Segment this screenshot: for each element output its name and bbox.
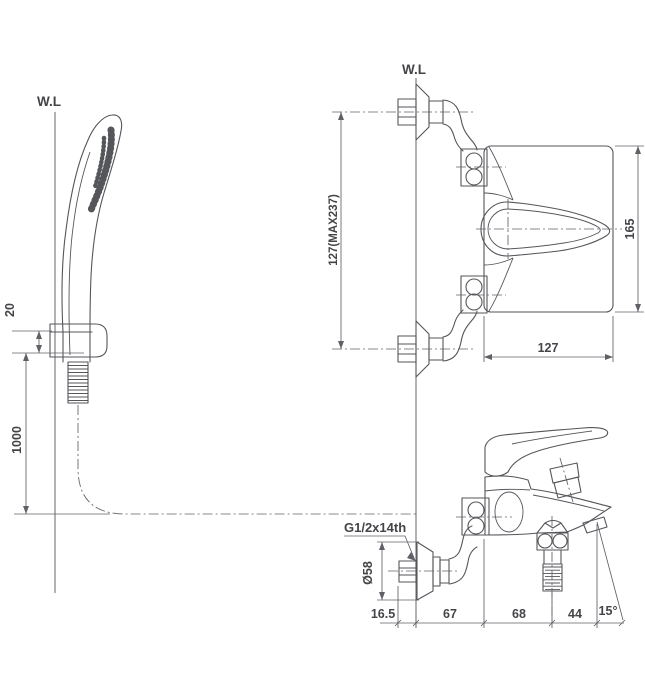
spout-inner-line — [532, 494, 605, 512]
escutcheon-bottom — [415, 320, 430, 378]
diverter-axis-centerline — [559, 457, 574, 503]
body-side-cap-seam — [484, 488, 531, 492]
eccentric-union-side — [388, 497, 512, 601]
spray-face-dots-inner — [92, 135, 107, 190]
union-collar-side — [439, 559, 450, 584]
wall-thread-side — [398, 560, 417, 583]
union-nut-side-circle-2 — [467, 517, 485, 535]
wall-thread-side-ribs — [399, 567, 416, 576]
diverter-knob-ring — [549, 462, 580, 484]
shower-wand-outline — [61, 114, 123, 363]
dim-127-arrow-left — [484, 354, 492, 360]
shower-outlet-thread-edges — [542, 563, 563, 592]
eccentric-union-bottom — [332, 275, 506, 378]
escutcheon-top — [415, 83, 430, 141]
body-side-outline — [484, 475, 612, 536]
dim-165-lines — [615, 145, 644, 313]
union-nut-top — [460, 148, 488, 187]
hose-gland-ribs — [68, 365, 88, 401]
lever-side-accent — [511, 430, 593, 445]
dim-1000-arrow-top — [23, 353, 29, 361]
union-arm-top-outer — [442, 99, 478, 151]
eccentric-union-top — [332, 83, 506, 187]
thread-size-label: G1/2x14th — [344, 520, 406, 535]
union-arm-side-inner — [448, 546, 478, 585]
shower-outlet-stem — [543, 549, 562, 565]
dim-165-label: 165 — [623, 219, 637, 240]
shower-hose-centerline — [77, 405, 416, 515]
union-neck-side — [432, 556, 441, 587]
union-nut-top-circle-2 — [465, 168, 483, 186]
diverter-knob-body — [553, 476, 582, 499]
dim-20-arrow-top — [36, 331, 42, 339]
hand-shower-view: W.L 20 1000 — [3, 94, 416, 593]
spray-face-dots — [87, 126, 115, 214]
wall-thread-bottom-ribs — [398, 343, 416, 355]
dim-dia58-arrow-bottom — [379, 592, 385, 600]
water-line-label-top: W.L — [402, 62, 426, 77]
dim-127max237-label: 127(MAX237) — [328, 194, 340, 266]
dim-127max-arrow-bottom — [338, 341, 344, 349]
front-view: 127(MAX237) 165 127 — [328, 83, 644, 378]
dim-chain-lines — [380, 521, 624, 628]
hose-gland — [67, 361, 89, 404]
dim-165-arrow-bottom — [635, 304, 641, 312]
shower-outlet-circle-1 — [537, 533, 553, 549]
union-arm-side-outer — [448, 525, 473, 560]
union-nut-bottom-circle-2 — [465, 293, 483, 311]
shower-outlet-flare — [536, 519, 569, 534]
spout-aerator — [582, 516, 608, 534]
dim-dia58-arrow-top — [379, 542, 385, 550]
body-front-contours — [483, 146, 514, 312]
mixer-body-side — [484, 427, 612, 621]
dim-20-lines — [12, 330, 84, 354]
dim-127-label: 127 — [538, 341, 559, 355]
union-nut-bottom-circle-1 — [465, 278, 483, 296]
dim-chain-ticks — [394, 619, 626, 627]
union-nut-side-circle-1 — [467, 501, 485, 519]
dim-44-label: 44 — [568, 607, 582, 621]
water-line-label-left: W.L — [37, 94, 61, 109]
lever-side-outline — [484, 427, 609, 477]
thread-leader-arrow — [407, 552, 416, 561]
dim-1000-arrow-bottom — [23, 506, 29, 514]
shower-wand-inner-line — [68, 151, 91, 356]
dim-20-label: 20 — [3, 303, 17, 317]
dim-16-5-label: 16.5 — [371, 607, 395, 621]
dim-15deg-label: 15° — [599, 604, 618, 618]
dim-127-lines — [483, 316, 614, 362]
lever-front-outer — [480, 201, 611, 257]
mixer-body-front — [476, 145, 622, 313]
dim-1000-lines — [14, 353, 110, 515]
dim-68-label: 68 — [512, 607, 526, 621]
flange-diameter-label: Ø58 — [361, 561, 375, 585]
dim-20-arrow-bottom — [36, 345, 42, 353]
union-arm-bottom-outer — [442, 310, 478, 362]
dim-127-arrow-right — [605, 354, 613, 360]
shower-holder — [49, 323, 108, 358]
wall-thread-top-ribs — [398, 106, 416, 118]
body-side-recess — [494, 491, 524, 533]
thread-leader-line — [344, 535, 415, 559]
union-arm-bottom-inner — [442, 309, 464, 338]
side-view: G1/2x14th Ø58 16.5 67 68 44 15° — [344, 427, 626, 628]
dim-1000-label: 1000 — [10, 426, 24, 454]
union-arm-top-inner — [442, 123, 464, 152]
escutcheon-side — [416, 541, 434, 601]
shower-outlet-circle-2 — [552, 533, 568, 549]
union-nut-side — [461, 497, 490, 536]
shower-outlet-thread-ribs — [543, 566, 562, 590]
union-nut-bottom — [460, 275, 488, 314]
lever-front-inner — [487, 208, 601, 250]
dim-127max-arrow-top — [338, 112, 344, 120]
dim-67-label: 67 — [443, 607, 457, 621]
dim-165-arrow-top — [635, 146, 641, 154]
